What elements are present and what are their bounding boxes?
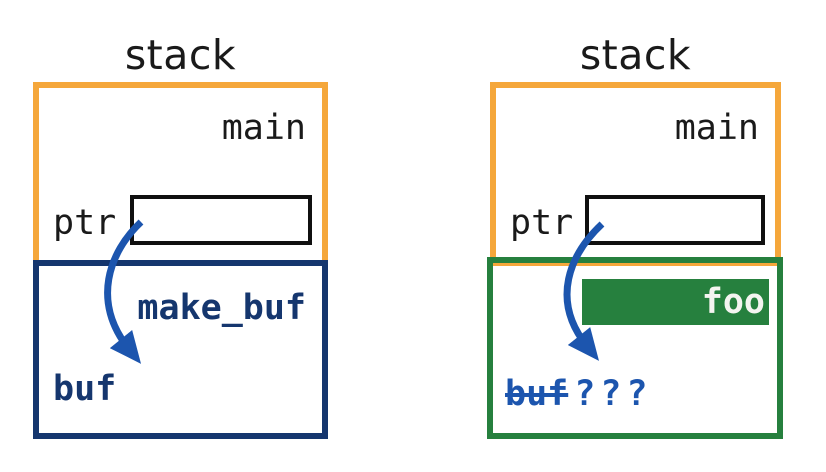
- main-frame-label: main: [674, 108, 759, 148]
- ptr-variable-label: ptr: [510, 203, 574, 243]
- buf-variable-label: buf: [53, 369, 117, 409]
- foo-stack-frame-box: [487, 257, 783, 439]
- stack-panel-before: stack main ptr make_buf buf: [33, 0, 328, 472]
- foo-frame-label: foo: [701, 281, 765, 322]
- ptr-value-cell: [585, 195, 765, 245]
- buf-strikethrough-text: buf: [505, 374, 569, 414]
- ptr-variable-label: ptr: [53, 203, 117, 243]
- freed-buf-label: buf???: [505, 377, 652, 412]
- foo-frame-fill: foo: [582, 279, 769, 325]
- make-buf-frame-label: make_buf: [137, 288, 306, 328]
- stack-title: stack: [124, 31, 237, 79]
- main-frame-label: main: [221, 108, 306, 148]
- stack-title: stack: [579, 31, 692, 79]
- make-buf-stack-frame-box: [33, 260, 328, 439]
- main-stack-frame-box: [490, 82, 781, 266]
- stack-panel-after: stack main ptr foo buf???: [487, 0, 783, 472]
- unknown-value-text: ???: [574, 374, 653, 414]
- ptr-value-cell: [130, 195, 312, 245]
